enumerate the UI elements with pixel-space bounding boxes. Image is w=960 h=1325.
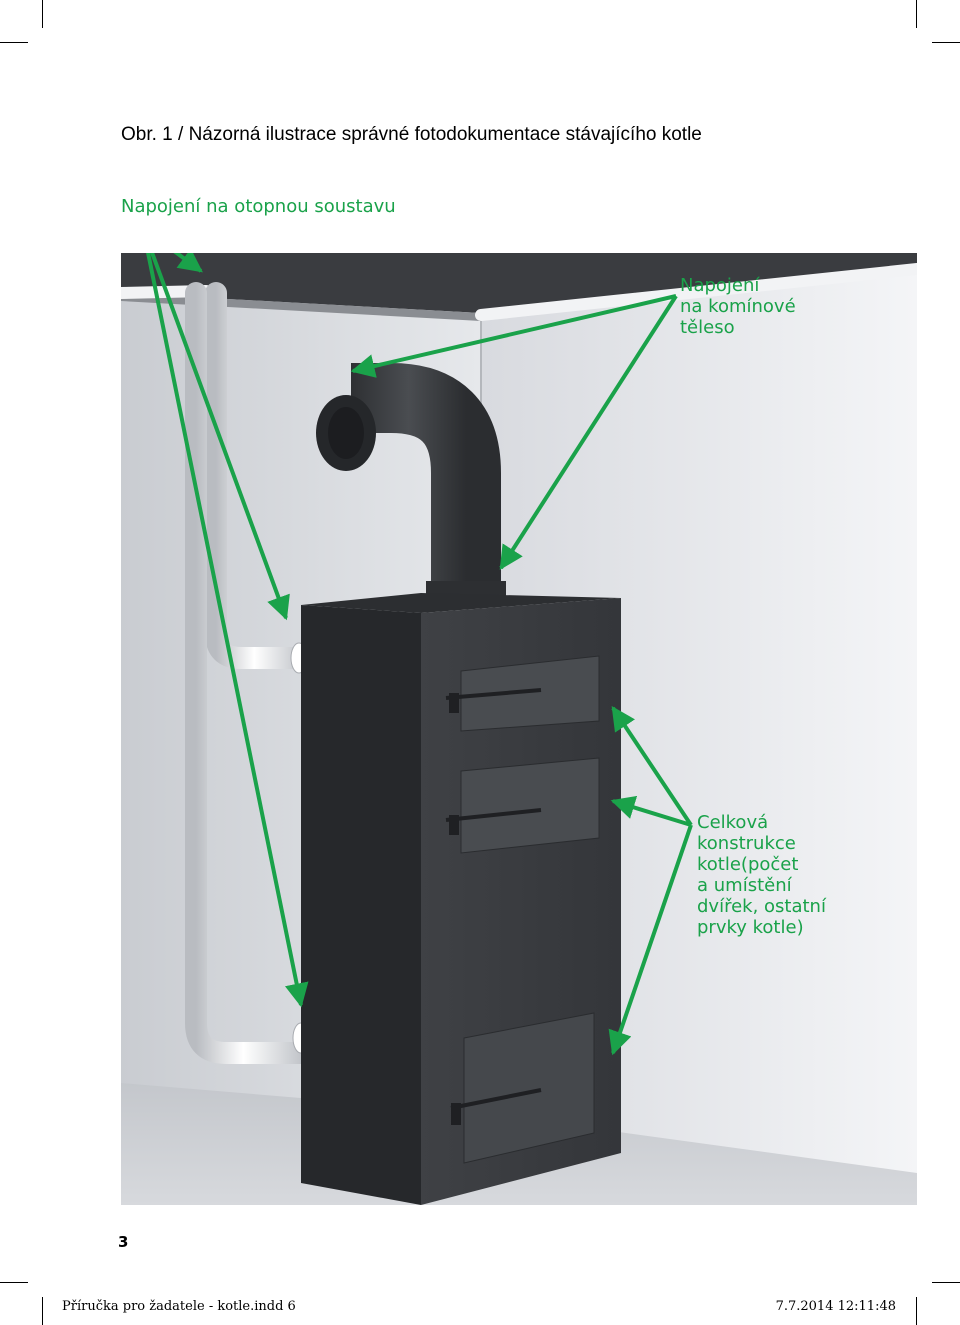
crop-mark — [932, 42, 960, 43]
footer-timestamp: 7.7.2014 12:11:48 — [775, 1299, 896, 1314]
page-number: 3 — [118, 1233, 129, 1251]
crop-mark — [0, 42, 28, 43]
footer-filename: Příručka pro žadatele - kotle.indd 6 — [62, 1299, 296, 1314]
label-boiler-construction: Celková konstrukce kotle(počet a umístěn… — [697, 812, 826, 938]
crop-mark — [42, 0, 43, 28]
crop-mark — [42, 1297, 43, 1325]
crop-mark — [0, 1282, 28, 1283]
figure-title: Obr. 1 / Názorná ilustrace správné fotod… — [121, 124, 702, 146]
crop-mark — [932, 1282, 960, 1283]
crop-mark — [916, 1297, 917, 1325]
crop-mark — [916, 0, 917, 28]
label-heating-connection: Napojení na otopnou soustavu — [121, 196, 396, 217]
boiler-illustration — [121, 253, 917, 1205]
figure-caption: / Názorná ilustrace správné fotodokument… — [172, 124, 702, 145]
label-chimney-connection: Napojení na komínové těleso — [680, 275, 796, 338]
figure-number: Obr. 1 — [121, 124, 173, 145]
